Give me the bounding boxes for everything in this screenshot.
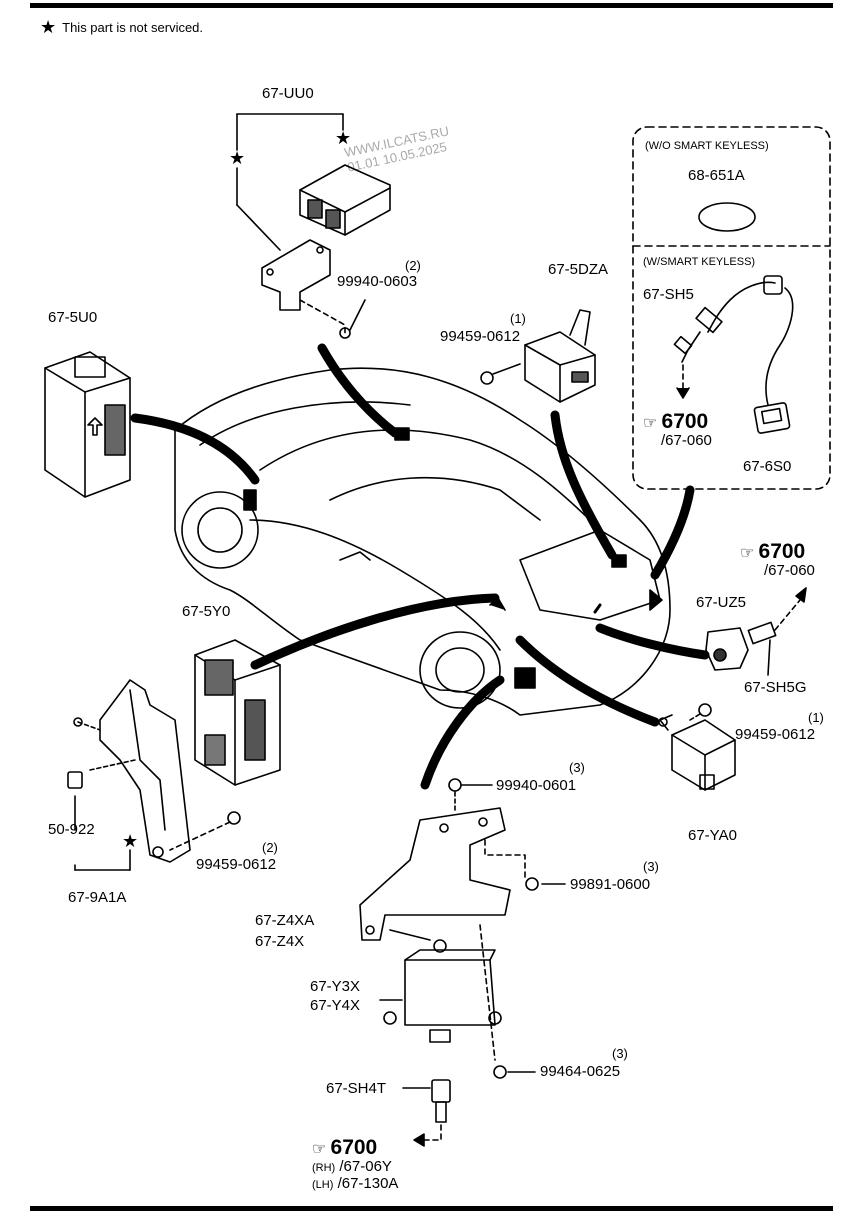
module-67-5u0 [44, 351, 131, 498]
label-67-5y0: 67-5Y0 [182, 603, 231, 620]
label-99459-0612-left: 99459-0612 [196, 856, 277, 873]
label-67-y3x: 67-Y3X [310, 978, 361, 995]
clip-50-922 [67, 771, 83, 789]
label-99940-0603: 99940-0603 [337, 273, 418, 290]
bolt-99459-0612-left [169, 811, 241, 851]
not-serviced-note: ★ This part is not serviced. [40, 18, 203, 36]
leader-uz5 [595, 623, 710, 660]
label-67-6s0: 67-6S0 [743, 458, 792, 475]
inset-box [632, 126, 831, 490]
label-67-ya0: 67-YA0 [688, 827, 737, 844]
svg-text:★: ★ [335, 128, 351, 148]
module-67-ya0 [658, 714, 736, 791]
ref-6700-inset-num: 6700 [661, 410, 709, 433]
ref-6700-bottom: ☞ 6700 (RH) /67-06Y (LH) /67-130A [312, 1136, 398, 1192]
ref-6700-bottom-num: 6700 [330, 1136, 378, 1159]
pointing-hand-icon: ☞ [312, 1141, 327, 1158]
ref-6700-right-sub: /67-060 [764, 562, 815, 580]
ref-lh: (LH) [312, 1178, 334, 1191]
label-67-y4x: 67-Y4X [310, 997, 361, 1014]
ref-lh-sub: /67-130A [337, 1174, 399, 1192]
ref-rh: (RH) [312, 1162, 336, 1175]
bolt-99940-0601 [448, 778, 462, 792]
qty-99464-0625: (3) [612, 1046, 628, 1061]
module-67-uu0 [299, 164, 391, 236]
bolt-99459-0612-top [480, 363, 521, 385]
label-50-922: 50-922 [48, 821, 95, 838]
label-99459-0612-top: 99459-0612 [440, 328, 521, 345]
nut-99891-0600 [525, 877, 539, 891]
svg-text:★: ★ [229, 148, 245, 168]
leader-dza [550, 410, 617, 560]
sensor-67-y3x [383, 924, 502, 1061]
bottom-border [30, 1206, 833, 1211]
ref-6700-inset: ☞ 6700 /67-060 [643, 410, 712, 450]
ref-rh-sub: /67-06Y [339, 1158, 392, 1176]
label-67-9a1a: 67-9A1A [68, 889, 127, 906]
bolt-99459-0612-right [689, 703, 712, 721]
connector-67-uz5 [705, 587, 807, 676]
pointing-hand-icon: ☞ [740, 545, 755, 562]
top-border [30, 3, 833, 8]
inset-title-w-smart: (W/SMART KEYLESS) [643, 256, 756, 268]
qty-99940-0601: (3) [569, 760, 585, 775]
note-text: This part is not serviced. [62, 19, 204, 35]
label-67-uz5: 67-UZ5 [696, 594, 747, 611]
vehicle-outline [174, 367, 671, 716]
bracket-67-9a1a [73, 679, 191, 863]
svg-text:★: ★ [122, 831, 138, 851]
label-67-sh5g: 67-SH5G [744, 679, 807, 696]
label-67-sh5: 67-SH5 [643, 286, 694, 303]
plug-68-651a [698, 202, 756, 232]
star-icon: ★ [40, 17, 57, 37]
leader-ya0 [515, 635, 660, 727]
label-67-sh4t: 67-SH4T [326, 1080, 387, 1097]
label-67-uu0: 67-UU0 [262, 85, 314, 102]
label-68-651a: 68-651A [688, 167, 745, 184]
qty-99891-0600: (3) [643, 859, 659, 874]
ref-6700-right-num: 6700 [758, 540, 806, 563]
label-99464-0625: 99464-0625 [540, 1063, 621, 1080]
leader-inset [650, 485, 695, 580]
bracket-67-uu0 [261, 239, 346, 336]
ref-6700-right: ☞ 6700 /67-060 [740, 540, 815, 580]
qty-99940-0603: (2) [405, 258, 421, 273]
label-67-5dza: 67-5DZA [548, 261, 609, 278]
inset-title-wo-smart: (W/O SMART KEYLESS) [645, 140, 769, 152]
qty-99459-0612-right: (1) [808, 710, 824, 725]
bracket-67-z4x [359, 807, 526, 941]
module-67-5dza [524, 309, 596, 403]
bolt-99464-0625 [493, 1065, 507, 1079]
label-99940-0601: 99940-0601 [496, 777, 577, 794]
leader-5u0 [130, 413, 260, 485]
label-99891-0600: 99891-0600 [570, 876, 651, 893]
leader-5y0 [250, 593, 500, 670]
module-67-5y0 [194, 639, 281, 786]
nut-99940-0603 [339, 327, 351, 339]
sensor-67-6s0 [753, 402, 791, 434]
leader-uu0 [317, 343, 400, 438]
qty-99459-0612-left: (2) [262, 840, 278, 855]
qty-99459-0612-top: (1) [510, 311, 526, 326]
connector-67-sh4t [402, 1079, 451, 1147]
label-99459-0612-right: 99459-0612 [735, 726, 816, 743]
pointing-hand-icon: ☞ [643, 415, 658, 432]
label-67-5u0: 67-5U0 [48, 309, 98, 326]
leader-z4x [420, 675, 505, 790]
ref-6700-inset-sub: /67-060 [661, 432, 712, 450]
label-67-z4xa: 67-Z4XA [255, 912, 315, 929]
antenna-67-sh5 [673, 275, 794, 406]
label-67-z4x: 67-Z4X [255, 933, 305, 950]
